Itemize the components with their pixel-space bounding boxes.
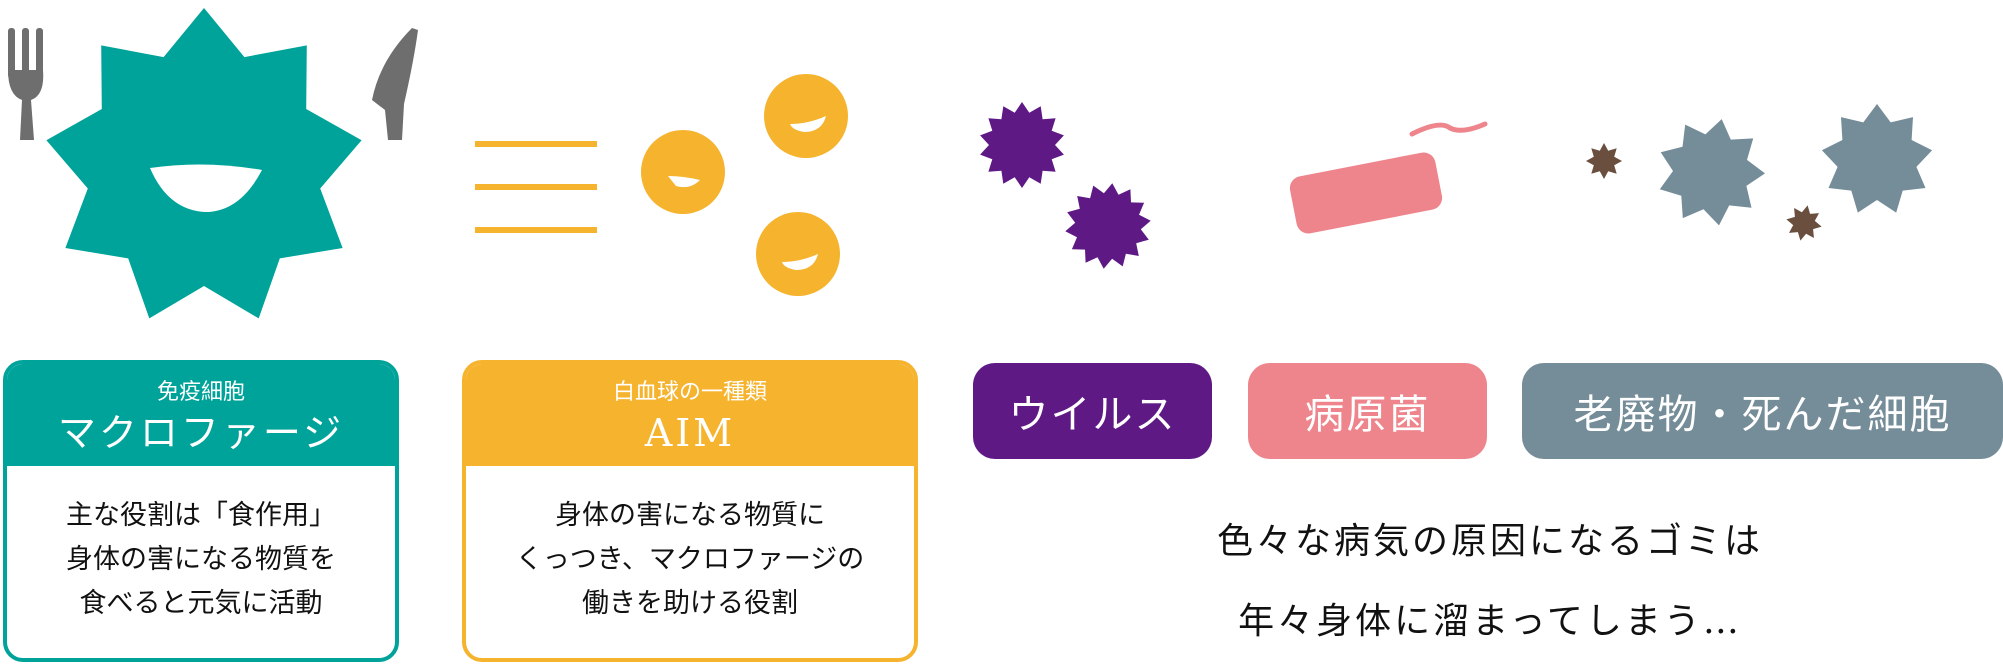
tag-waste: 老廃物・死んだ細胞	[1522, 363, 2003, 459]
macrophage-description: 主な役割は「食作用」 身体の害になる物質を 食べると元気に活動	[7, 466, 395, 626]
message-line-1: 色々な病気の原因になるゴミは	[1216, 521, 1763, 562]
aim-subtitle: 白血球の一種類	[612, 380, 767, 405]
knife-icon	[372, 28, 418, 140]
macrophage-body	[46, 8, 362, 319]
virus-icon	[980, 102, 1064, 188]
description-line: 主な役割は「食作用」	[66, 500, 336, 531]
description-line: 働きを助ける役割	[582, 588, 798, 619]
macrophage-subtitle: 免疫細胞	[156, 380, 245, 405]
tag-virus: ウイルス	[973, 363, 1212, 459]
virus-icon	[1065, 183, 1151, 269]
macrophage-mouth	[150, 164, 262, 212]
waste-particle-icon	[1586, 143, 1622, 179]
description-line: 身体の害になる物質に	[555, 500, 825, 531]
description-line: 食べると元気に活動	[79, 588, 323, 619]
aim-card: 白血球の一種類 AIM 身体の害になる物質に くっつき、マクロファージの 働きを…	[462, 360, 918, 662]
fork-icon	[8, 28, 44, 140]
macrophage-card: 免疫細胞 マクロファージ 主な役割は「食作用」 身体の害になる物質を 食べると元…	[3, 360, 399, 662]
message-line-2: 年々身体に溜まってしまう…	[1238, 601, 1742, 642]
description-line: くっつき、マクロファージの	[515, 544, 865, 575]
aim-molecule	[641, 130, 725, 214]
tag-pathogen: 病原菌	[1248, 363, 1487, 459]
dead-cell-icon	[1659, 119, 1765, 226]
aim-molecule	[756, 212, 840, 296]
motion-lines	[475, 141, 597, 233]
aim-description: 身体の害になる物質に くっつき、マクロファージの 働きを助ける役割	[466, 466, 914, 626]
waste-particle-icon	[1786, 205, 1822, 241]
macrophage-title: マクロファージ	[57, 411, 345, 455]
illustrations	[8, 8, 1933, 319]
macrophage-card-header: 免疫細胞 マクロファージ	[7, 364, 395, 466]
aim-card-header: 白血球の一種類 AIM	[466, 364, 914, 466]
description-line: 身体の害になる物質を	[66, 544, 336, 575]
aim-title: AIM	[644, 411, 736, 455]
dead-cell-icon	[1821, 104, 1933, 213]
aim-molecule	[764, 74, 848, 158]
bacterium-icon	[1289, 121, 1488, 234]
